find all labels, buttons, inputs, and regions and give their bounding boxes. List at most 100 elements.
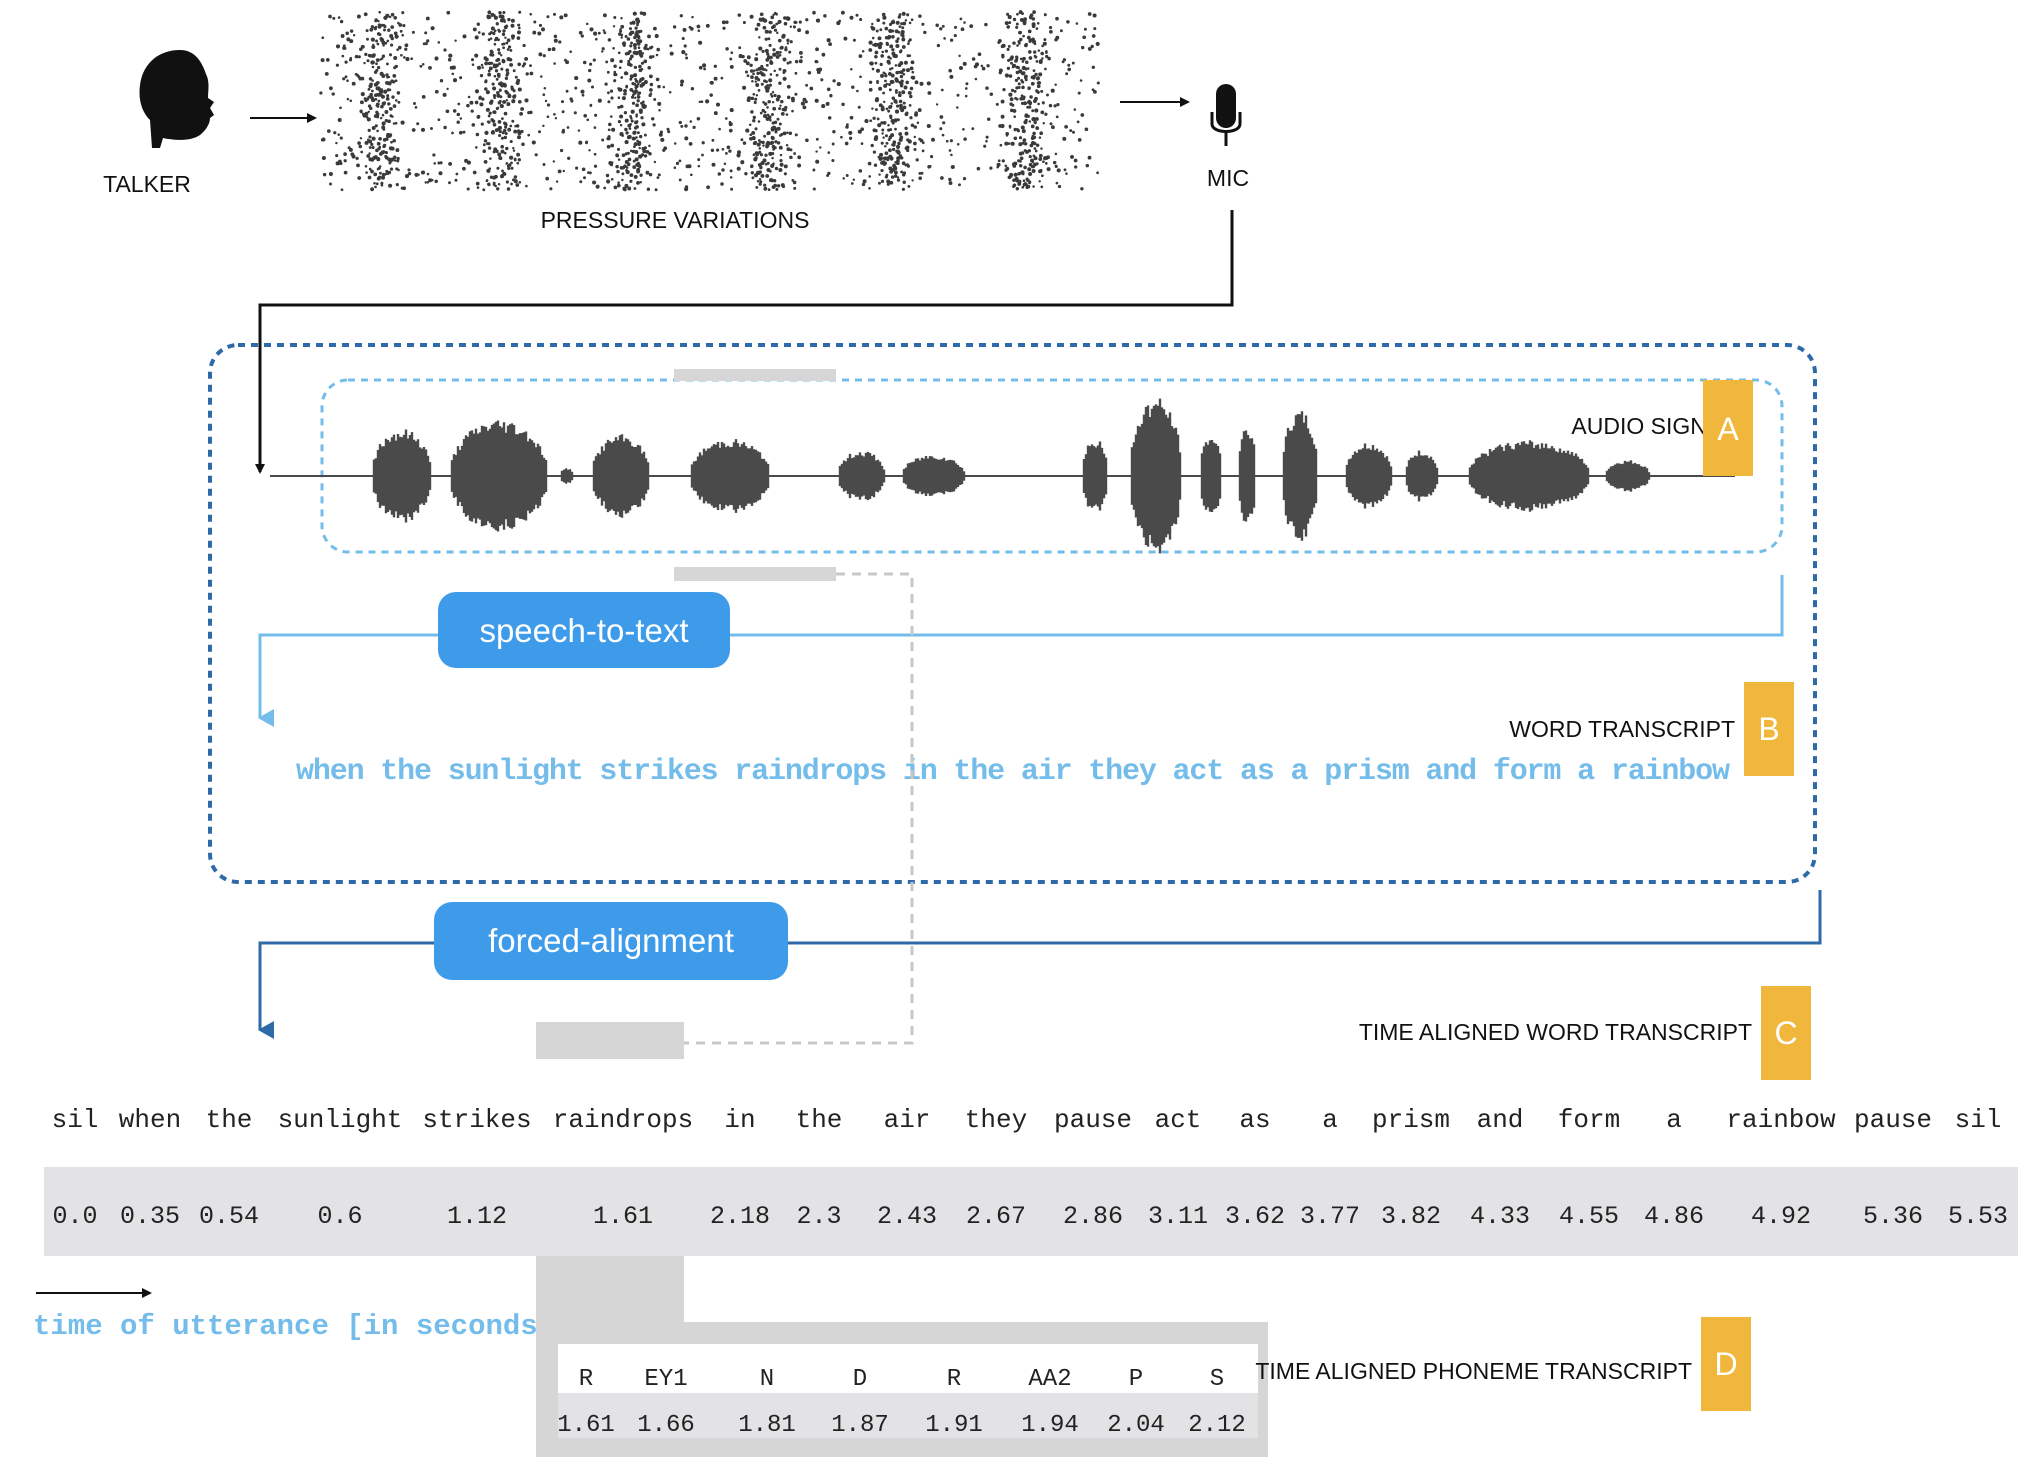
pressure-dot: [1038, 157, 1043, 162]
pressure-dot: [985, 135, 989, 139]
pressure-dot: [339, 19, 344, 24]
pressure-dot: [893, 164, 897, 168]
pressure-dot: [760, 82, 764, 86]
pressure-dot: [606, 179, 611, 184]
pressure-dot: [870, 143, 874, 148]
pressure-dot: [500, 149, 505, 154]
pressure-dot: [476, 22, 480, 26]
pressure-dot: [488, 111, 492, 115]
aligned-time: 4.55: [1559, 1202, 1619, 1231]
pressure-dot: [636, 141, 642, 147]
pressure-dot: [1007, 58, 1011, 62]
pressure-dot: [901, 161, 906, 166]
aligned-word: the: [796, 1105, 843, 1135]
pressure-dot: [499, 95, 503, 99]
pressure-dot: [1067, 63, 1071, 67]
pressure-dot: [607, 91, 610, 95]
pressure-dot: [432, 153, 436, 157]
pressure-dot: [759, 165, 763, 170]
pressure-dot: [889, 114, 893, 118]
pressure-dot: [836, 21, 841, 26]
pressure-dot: [850, 182, 854, 185]
pressure-dot: [364, 165, 368, 168]
pressure-dot: [1031, 169, 1036, 173]
pressure-dot: [1035, 59, 1039, 63]
pressure-dot: [397, 168, 400, 172]
aligned-time: 0.35: [120, 1202, 180, 1231]
pressure-dot: [476, 65, 482, 70]
pressure-dot: [880, 179, 885, 184]
pressure-dot: [507, 127, 512, 132]
pressure-dot: [850, 67, 853, 71]
pressure-dot: [875, 68, 881, 73]
pressure-dot: [1009, 97, 1014, 102]
pressure-dot: [647, 66, 651, 70]
pressure-dot: [919, 81, 924, 86]
pressure-dot: [840, 135, 843, 139]
pressure-dot: [505, 162, 509, 165]
pressure-dot: [398, 23, 403, 27]
pressure-dot: [633, 145, 636, 149]
pressure-dot: [639, 29, 643, 33]
pressure-dot: [498, 130, 502, 134]
pressure-dot: [507, 166, 511, 170]
pressure-dot: [772, 13, 775, 17]
pressure-dot: [764, 187, 768, 190]
pressure-dot: [894, 127, 897, 131]
pressure-dot: [467, 95, 471, 99]
pressure-dot: [1008, 74, 1013, 78]
pressure-dot: [340, 34, 345, 38]
pressure-dot: [888, 148, 892, 153]
pressure-dot: [1035, 117, 1039, 121]
pressure-dot: [1035, 27, 1039, 30]
pressure-dot: [880, 141, 884, 145]
pressure-dot: [603, 31, 607, 35]
pressure-dot: [366, 138, 370, 142]
pressure-dot: [798, 20, 802, 24]
pressure-dot: [746, 98, 751, 103]
pressure-dot: [342, 77, 346, 81]
pressure-dot: [848, 130, 853, 135]
pressure-dot: [757, 89, 761, 92]
pressure-dot: [648, 151, 652, 156]
pressure-dot: [474, 53, 479, 58]
pressure-dot: [897, 70, 901, 74]
pressure-dot: [778, 81, 782, 85]
pressure-dot: [878, 41, 883, 46]
pressure-dot: [321, 137, 326, 142]
pressure-dot: [884, 74, 888, 78]
pressure-dot: [499, 174, 505, 179]
pressure-dot: [1024, 114, 1029, 118]
pressure-dot: [785, 143, 789, 147]
pressure-dot: [493, 174, 498, 179]
aligned-word: sil: [52, 1105, 99, 1135]
pressure-dot: [610, 161, 614, 165]
pressure-dot: [513, 129, 518, 134]
pressure-dot: [940, 176, 944, 180]
pressure-dot: [428, 178, 433, 183]
pressure-dot: [874, 55, 878, 59]
pressure-dot: [1006, 47, 1010, 51]
pressure-dot: [953, 25, 958, 29]
pressure-dot: [910, 60, 915, 65]
pressure-dot: [869, 61, 874, 66]
pressure-dot: [480, 63, 484, 67]
pressure-dot: [754, 57, 759, 62]
pressure-dot: [788, 131, 793, 135]
pressure-dot: [679, 83, 684, 87]
pressure-dot: [633, 82, 637, 86]
pressure-dot: [527, 110, 531, 115]
pressure-dot: [900, 79, 904, 83]
pressure-dot: [396, 159, 400, 163]
pressure-dot: [516, 78, 521, 83]
pressure-dot: [1012, 108, 1017, 113]
pressure-dot: [680, 124, 684, 128]
pressure-dot: [1012, 17, 1017, 22]
pressure-dot: [730, 187, 734, 191]
pressure-dot: [1028, 120, 1032, 123]
pressure-dot: [1001, 159, 1005, 163]
pressure-dot: [636, 99, 640, 103]
pressure-dot: [926, 81, 931, 86]
pressure-dot: [1032, 185, 1035, 188]
